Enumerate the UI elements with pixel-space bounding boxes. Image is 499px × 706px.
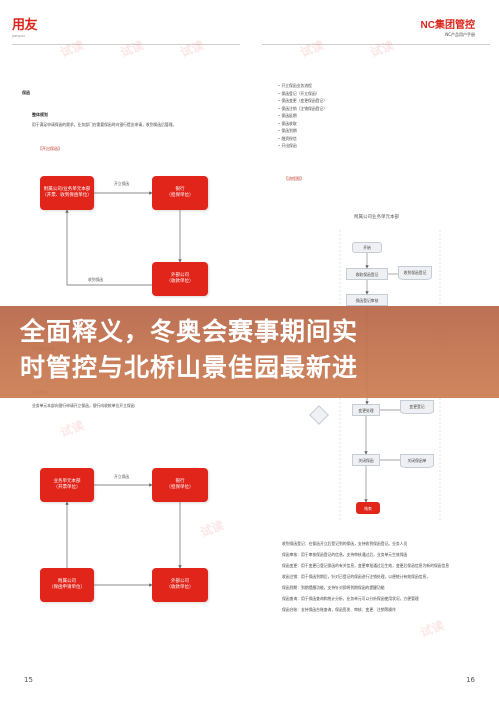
overlay-title-line-1: 全面释义，冬奥会赛事期间实 [20, 317, 359, 346]
header-rule-right [262, 44, 490, 45]
box-line: （担保单位） [166, 485, 194, 490]
yonyou-logo: 用友 yonyou [12, 14, 38, 38]
flow-box-external-company: 外部公司 （收款单位） [152, 262, 208, 296]
bullet-item: 保函登记（开立保函） [278, 90, 327, 98]
edge-label-issue: 开立保函 [114, 181, 130, 186]
mid-description: 业务单元本部向银行申请开立保函，银行向收款单位开立保函 [32, 403, 135, 408]
header-rule-left [12, 44, 240, 45]
flow-doc-received: 收到保函登记 [398, 266, 432, 280]
bullet-item: 保函注销（注销保函登记） [278, 105, 327, 113]
box-line: 附属公司/业务单元本部 [43, 187, 91, 192]
box-line: （开票、收到保函单位） [42, 193, 92, 198]
bullet-item: 保函变更（变更保函登记） [278, 97, 327, 105]
box-line: 银行 [175, 187, 185, 192]
overlay-title-line-2: 时管控与北桥山景佳园最新进 [20, 353, 359, 382]
box-line: 外部公司 [171, 273, 189, 278]
bullet-item: 保函收取 [278, 120, 327, 128]
watermark: 试读 [368, 38, 396, 60]
note-line: 保函变更：用于变更已登记保函的有关信息，变更审批通过后生效，变更后保函信息为新的… [282, 563, 450, 568]
flow-end: 结束 [356, 502, 380, 514]
bullet-item: 融资授信 [278, 135, 327, 143]
watermark: 试读 [418, 618, 446, 640]
title-overlay-band: 全面释义，冬奥会赛事期间实 时管控与北桥山景佳园最新进 [0, 306, 499, 398]
lane-title: 附属公司业务单元本部 [354, 215, 399, 220]
flow-box-bank-2: 银行 （担保单位） [152, 468, 208, 502]
box-line: （收款单位） [166, 279, 194, 284]
watermark: 试读 [178, 38, 206, 60]
note-line: 保函到期：到期提醒功能，支持针对即将到期保函的提醒功能 [282, 585, 385, 590]
bullet-item: 保函延期 [278, 112, 327, 120]
note-line: 保函台账：支持保函台账查询，保函签发、审核、变更、注销等操作 [282, 607, 396, 612]
note-line: 收函注销：用于保函到期后，针对已登记的保函进行注销处理，以便统计有效保函信息， [282, 574, 431, 579]
flow-box-business-unit: 业务单元本部 （开票单位） [40, 468, 94, 502]
box-line: 附属公司 [58, 579, 76, 584]
box-line: 外部公司 [171, 579, 189, 584]
flow-box-subsidiary: 附属公司/业务单元本部 （开票、收到保函单位） [40, 176, 94, 210]
flow-doc-change: 变更登记 [400, 400, 434, 414]
flow-step-change: 变更处理 [352, 404, 380, 416]
bullet-item: 开立保函业务流程 [278, 82, 327, 90]
bullet-item: 保函到期 [278, 127, 327, 135]
section-heading: 保函 [22, 90, 30, 95]
logo-brand-text: 用友 [12, 18, 38, 33]
chart1-label: 【开出保函】 [38, 146, 62, 151]
notes-block: 收到保函登记：在保函开立后登记到的保函，支持收到保函登记。业务人员 保函审核：用… [282, 538, 478, 615]
page-number-left: 15 [24, 676, 33, 684]
flow-step-close: 关闭保函 [352, 454, 380, 466]
nc-sub-text: NC产品用户手册 [445, 32, 475, 37]
watermark: 试读 [298, 38, 326, 60]
decision-diamond [309, 405, 329, 425]
logo-sub-text: yonyou [12, 34, 25, 38]
box-line: （担保单位） [166, 193, 194, 198]
edge-label-receive: 收到保函 [88, 277, 104, 282]
note-line: 收到保函登记：在保函开立后登记到的保函，支持收到保函登记。业务人员 [282, 541, 408, 546]
overlay-title: 全面释义，冬奥会赛事期间实 时管控与北桥山景佳园最新进 [20, 314, 482, 386]
nc-brand-text: NC集团管控 [420, 20, 475, 31]
page-number-right: 16 [466, 676, 475, 684]
box-line: （保函申请单位） [49, 585, 85, 590]
note-line: 保函审核：用于审核保函登记的信息，支持审核通过后，业务单元生效保函 [282, 552, 408, 557]
watermark: 试读 [118, 38, 146, 60]
box-line: （收款单位） [166, 585, 194, 590]
flow-box-external-company-2: 外部公司 （收款单位） [152, 568, 208, 602]
flow-box-subsidiary-2: 附属公司 （保函申请单位） [40, 568, 94, 602]
watermark: 试读 [198, 518, 226, 540]
box-line: 银行 [175, 479, 185, 484]
box-line: （开票单位） [53, 485, 81, 490]
bullet-item: 开出保函 [278, 142, 327, 150]
box-line: 业务单元本部 [53, 479, 81, 484]
bullet-list: 开立保函业务流程 保函登记（开立保函） 保函变更（变更保函登记） 保函注销（注销… [278, 82, 327, 150]
flow-box-bank: 银行 （担保单位） [152, 176, 208, 210]
watermark: 试读 [58, 38, 86, 60]
nc-logo: NC集团管控 NC产品用户手册 [421, 16, 475, 38]
flow-start: 开始 [352, 242, 382, 253]
flowchart-tag: 【流程图】 [284, 176, 304, 181]
note-line: 保函查询：用于保函查询和统计分析，业务单元可以分析保函使用状况，方便管理 [282, 596, 419, 601]
flow-doc-close: 关闭保函单 [400, 454, 434, 468]
subsection-heading: 整体规划 [32, 112, 48, 117]
flow-step-register: 收取保函登记 [346, 268, 388, 280]
watermark: 试读 [58, 418, 86, 440]
section-description: 用于满足申请保函的需求，业务部门在需要保函时向银行提出申请，收到保函后管理。 [32, 122, 177, 127]
flow-step-audit: 保函登记审核 [346, 294, 388, 306]
edge-label-issue-2: 开立保函 [114, 474, 130, 479]
